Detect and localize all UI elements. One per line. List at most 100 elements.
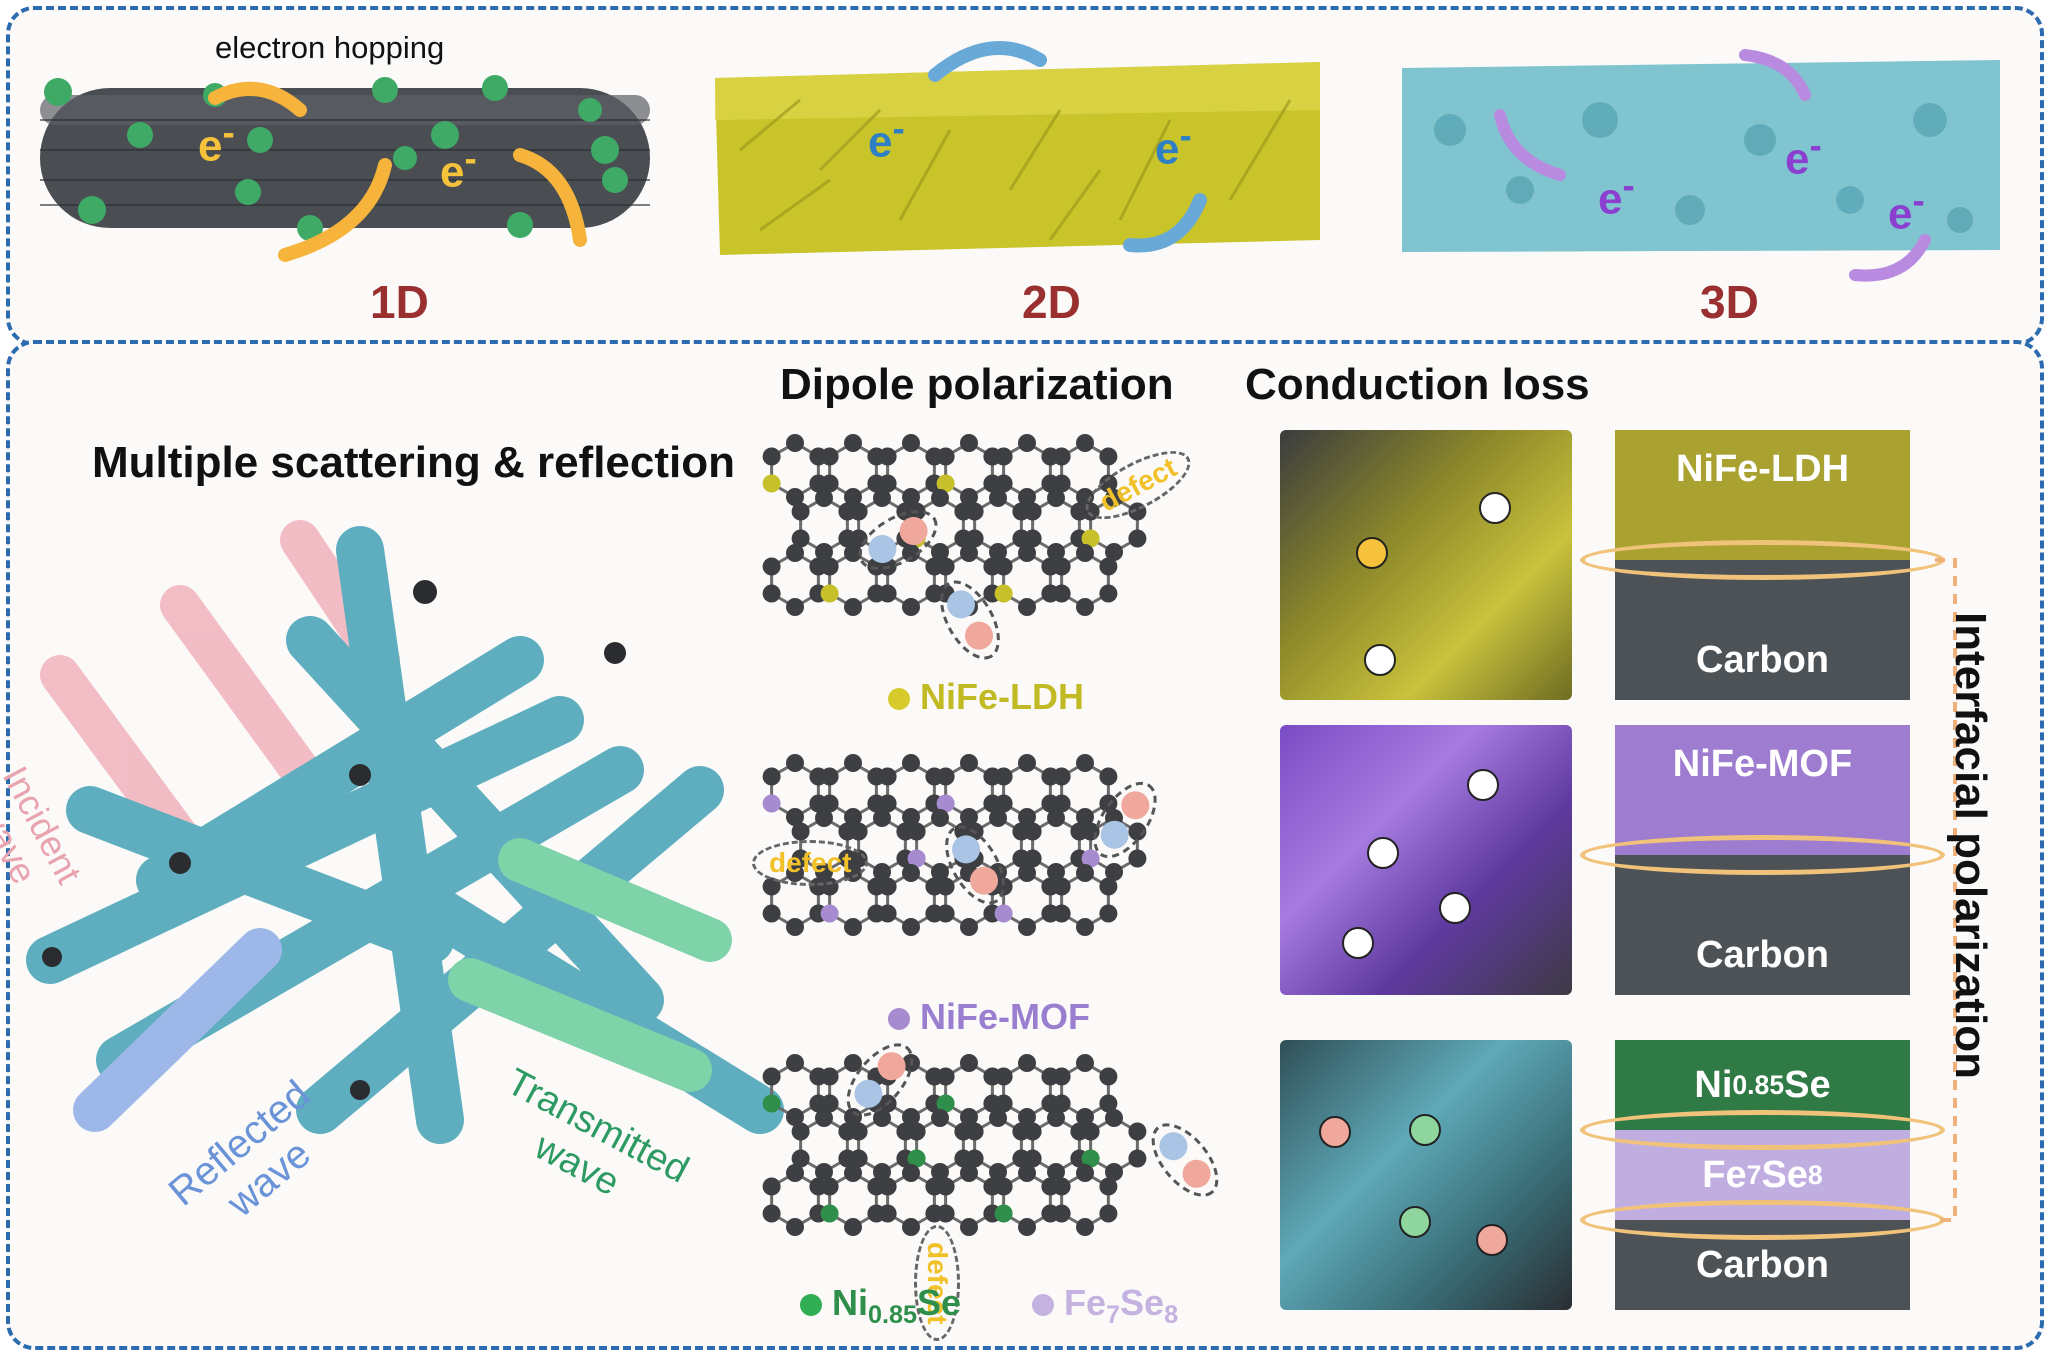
lattice-atom (1076, 808, 1094, 826)
electron-hopping-label: electron hopping (215, 30, 445, 65)
lattice-atom (902, 544, 920, 562)
lattice-atom (936, 767, 955, 786)
lattice-atom (878, 794, 897, 813)
legend-dot (888, 1008, 910, 1031)
lattice-atom (878, 1177, 897, 1196)
lattice-atom (762, 1094, 781, 1113)
lattice-atom (1105, 489, 1123, 507)
lattice-atom (820, 447, 839, 466)
lattice-atom (994, 877, 1013, 896)
lattice-atom (1052, 1204, 1071, 1223)
lattice-atom (1052, 474, 1071, 493)
lattice-atom (844, 808, 862, 826)
lattice-atom (994, 794, 1013, 813)
lattice-atom (815, 1109, 833, 1127)
lattice-atom (907, 822, 926, 841)
lattice-atom (1052, 584, 1071, 603)
lattice-atom (786, 434, 804, 452)
lattice-atom (902, 754, 920, 772)
lattice-atom (1081, 849, 1100, 868)
interface-ring (1580, 540, 1945, 580)
lattice-atom (1018, 754, 1036, 772)
lattice-atom (1018, 1108, 1036, 1126)
conduction-panel-mof (1280, 725, 1572, 995)
lattice-atom (989, 543, 1007, 561)
lattice-atom (1105, 1163, 1123, 1181)
lattice-atom (1023, 502, 1042, 521)
conduction-loss-title: Conduction loss (1245, 360, 1590, 409)
lattice-atom (1023, 1149, 1042, 1168)
lattice-atom (815, 1163, 833, 1181)
lattice-atom (902, 434, 920, 452)
lattice-atom (902, 488, 920, 506)
lattice-atom (844, 598, 862, 616)
lattice-atom (878, 877, 897, 896)
lattice-atom (762, 584, 781, 603)
legend-nife-ldh: NiFe-LDH (888, 676, 1084, 718)
legend-fe-se: Fe7Se8 (1032, 1282, 1178, 1330)
lattice-atom (762, 794, 781, 813)
lattice-atom (1023, 849, 1042, 868)
lattice-atom (902, 1218, 920, 1236)
lattice-atom (762, 557, 781, 576)
lattice-atom (786, 754, 804, 772)
electron-label: e- (1598, 165, 1635, 224)
lattice-atom (902, 1164, 920, 1182)
lattice-atom (1023, 1122, 1042, 1141)
lattice-atom (1099, 1204, 1118, 1223)
positive-charge (1319, 1116, 1351, 1148)
stack-ldh-carbon: NiFe-LDH Carbon (1615, 430, 1910, 700)
lattice-atom (844, 434, 862, 452)
legend-dot (800, 1294, 822, 1317)
lattice-atom (1081, 529, 1100, 548)
lattice-atom (931, 489, 949, 507)
lattice-atom (1128, 1149, 1147, 1168)
dipole-pair (945, 825, 1005, 905)
lattice-atom (994, 1177, 1013, 1196)
lattice-atom (820, 557, 839, 576)
lattice-atom (844, 544, 862, 562)
lattice-atom (960, 918, 978, 936)
lattice-atom (1076, 598, 1094, 616)
dipole-pair (940, 580, 1000, 660)
reflected-wave-arrow (73, 928, 282, 1132)
positive-charge (1367, 837, 1399, 869)
lattice-atom (1128, 502, 1147, 521)
fiber-network-illustration (26, 520, 784, 1144)
lattice-atom (815, 809, 833, 827)
lattice-atom (1099, 1177, 1118, 1196)
lattice-atom (902, 1108, 920, 1126)
positive-charge (1476, 1224, 1508, 1256)
lattice-atom (1018, 1218, 1036, 1236)
lattice-atom (791, 822, 810, 841)
scattering-title: Multiple scattering & reflection (92, 438, 735, 487)
lattice-atom (994, 767, 1013, 786)
lattice-atom (820, 904, 839, 923)
legend-nife-mof: NiFe-MOF (888, 996, 1090, 1038)
legend-dot (888, 688, 910, 711)
lattice-atom (960, 434, 978, 452)
dim-label-1d: 1D (370, 276, 429, 328)
lattice-atom (1052, 1177, 1071, 1196)
lattice-atom (960, 808, 978, 826)
lattice-atom (878, 904, 897, 923)
electron-label: e- (868, 108, 905, 167)
lattice-atom (1018, 1054, 1036, 1072)
lattice-atom (844, 1054, 862, 1072)
lattice-atom (1023, 822, 1042, 841)
lattice-atom (1052, 1067, 1071, 1086)
dipole-polarization-title: Dipole polarization (780, 360, 1174, 409)
lattice-atom (1105, 863, 1123, 881)
lattice-atom (994, 447, 1013, 466)
lattice-atom (936, 1094, 955, 1113)
lattice-atom (844, 754, 862, 772)
lattice-atom (1018, 488, 1036, 506)
conduction-panel-ldh (1280, 430, 1572, 700)
lattice-atom (931, 543, 949, 561)
lattice-atom (849, 822, 868, 841)
lattice-atom (1099, 1094, 1118, 1113)
lattice-atom (907, 1122, 926, 1141)
lattice-atom (878, 1204, 897, 1223)
lattice-atom (786, 1054, 804, 1072)
stack-mof-carbon: NiFe-MOF Carbon (1615, 725, 1910, 995)
